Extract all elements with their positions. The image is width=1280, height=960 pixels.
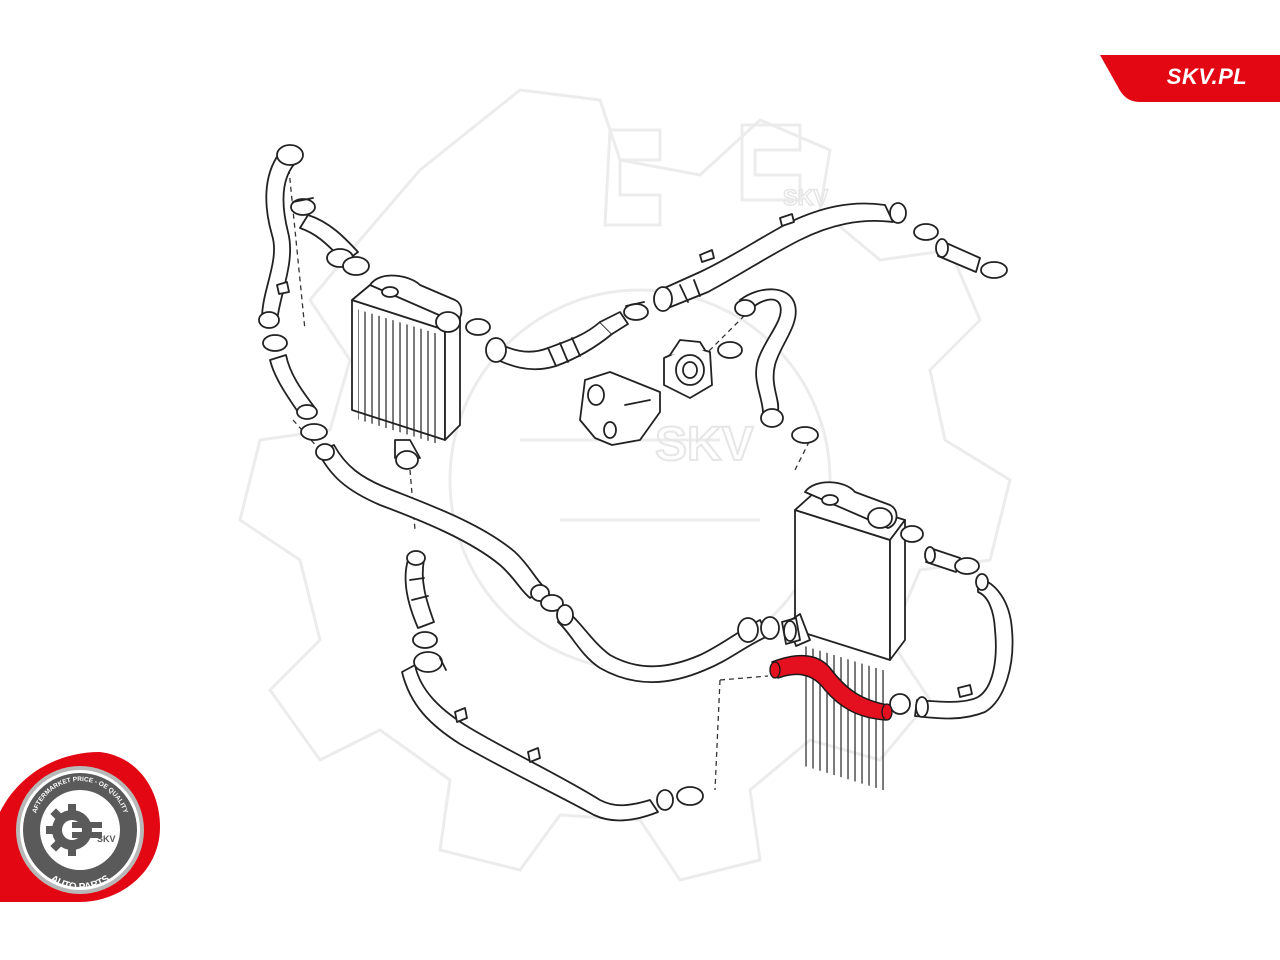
watermark-label-small: SKV xyxy=(783,185,829,210)
left-short-hose-icon xyxy=(269,354,318,420)
watermark-label: SKV xyxy=(655,418,754,471)
bottom-short-hose-icon xyxy=(404,550,435,629)
upper-left-hose-icon xyxy=(299,214,370,276)
bottom-clamp-icon xyxy=(412,631,438,649)
right-clamps-icon xyxy=(900,525,980,575)
seal-center-text: SKV xyxy=(97,834,116,844)
brand-tab xyxy=(1100,55,1280,102)
middle-right-hose-icon xyxy=(734,288,797,428)
left-clamp-lower-icon xyxy=(300,423,328,441)
gear-icon xyxy=(46,804,102,856)
throttle-body-icon xyxy=(663,339,713,399)
skv-auto-parts-seal: AFTERMARKET PRICE - OE QUALITY AUTO PART… xyxy=(0,752,160,902)
upper-right-clamps-icon xyxy=(913,223,1008,279)
intercooler-left-icon xyxy=(351,274,463,470)
lower-right-clamps-icon xyxy=(760,616,801,645)
lower-long-hose-icon xyxy=(315,443,550,602)
right-lower-clamp-icon xyxy=(889,693,911,715)
left-vertical-hose-icon xyxy=(258,144,304,329)
left-intercooler-clamp-icon xyxy=(465,318,491,336)
left-clamp-mid-icon xyxy=(262,334,288,352)
left-clamp-top-icon xyxy=(290,197,316,216)
bottom-end-clamp-icon xyxy=(676,786,704,806)
lower-mid-clamp-icon xyxy=(540,594,564,612)
upper-middle-hose-icon xyxy=(485,311,629,371)
middle-right-clamp-icon xyxy=(791,426,819,444)
lower-right-hose-icon xyxy=(556,604,769,683)
intercooler-right-icon xyxy=(787,481,906,791)
throttle-clamp-icon xyxy=(717,341,743,359)
upper-right-pipe-icon xyxy=(653,202,907,312)
bottom-long-pipe-icon xyxy=(401,651,674,822)
right-vertical-hose-icon xyxy=(914,573,1014,720)
charge-air-hose-highlighted-icon xyxy=(769,654,893,721)
intake-manifold-icon xyxy=(579,371,661,446)
upper-middle-clamp-icon xyxy=(623,301,649,321)
brand-site-label[interactable]: SKV.PL xyxy=(1166,64,1248,89)
